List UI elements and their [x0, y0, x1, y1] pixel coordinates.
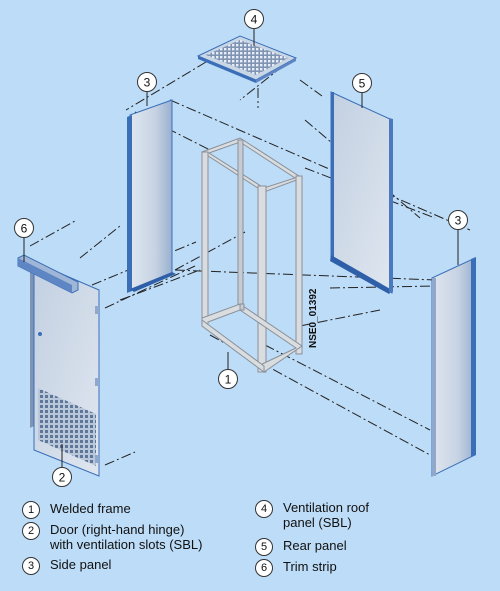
svg-text:1: 1	[225, 373, 232, 387]
legend-number: 4	[255, 500, 273, 518]
welded-frame	[200, 137, 304, 373]
callout-6: 6	[14, 218, 34, 238]
callout-3-right: 3	[448, 210, 468, 230]
left-side-panel	[127, 99, 176, 293]
svg-text:4: 4	[251, 13, 258, 27]
callout-3-left: 3	[137, 72, 157, 92]
legend-label: Rear panel	[283, 538, 347, 553]
door-with-vents	[30, 261, 100, 477]
right-side-panel	[431, 257, 476, 477]
legend-label: Door (right-hand hinge) with ventilation…	[50, 522, 203, 552]
legend-label: Trim strip	[283, 559, 337, 574]
callout-2: 2	[52, 467, 72, 487]
parts-legend: 1 Welded frame 2 Door (right-hand hinge)…	[0, 492, 500, 591]
legend-item-1: 1 Welded frame	[22, 501, 131, 519]
legend-number: 5	[255, 538, 273, 556]
legend-item-2: 2 Door (right-hand hinge) with ventilati…	[22, 522, 202, 552]
callout-5: 5	[352, 73, 372, 93]
legend-label: Ventilation roof panel (SBL)	[283, 500, 370, 530]
legend-label: Welded frame	[50, 501, 131, 516]
legend-item-5: 5 Rear panel	[255, 538, 347, 556]
callout-leaders	[23, 29, 459, 467]
svg-text:5: 5	[359, 77, 366, 91]
exploded-cabinet-diagram: NSE0_01392 4 3 5	[14, 9, 476, 487]
svg-text:6: 6	[21, 222, 28, 236]
callout-4: 4	[244, 9, 264, 29]
legend-number: 3	[22, 557, 40, 575]
drawing-code: NSE0_01392	[308, 288, 319, 348]
svg-text:3: 3	[455, 214, 462, 228]
legend-number: 6	[255, 559, 273, 577]
legend-label: Side panel	[50, 557, 112, 572]
legend-item-6: 6 Trim strip	[255, 559, 337, 577]
callout-1: 1	[218, 369, 238, 389]
rear-panel	[330, 91, 393, 294]
legend-item-3: 3 Side panel	[22, 557, 111, 575]
legend-item-4: 4 Ventilation roof panel (SBL)	[255, 500, 369, 530]
svg-text:2: 2	[59, 471, 66, 485]
legend-number: 2	[22, 522, 40, 540]
ventilation-roof-panel	[196, 35, 298, 83]
legend-number: 1	[22, 501, 40, 519]
svg-text:3: 3	[144, 76, 151, 90]
